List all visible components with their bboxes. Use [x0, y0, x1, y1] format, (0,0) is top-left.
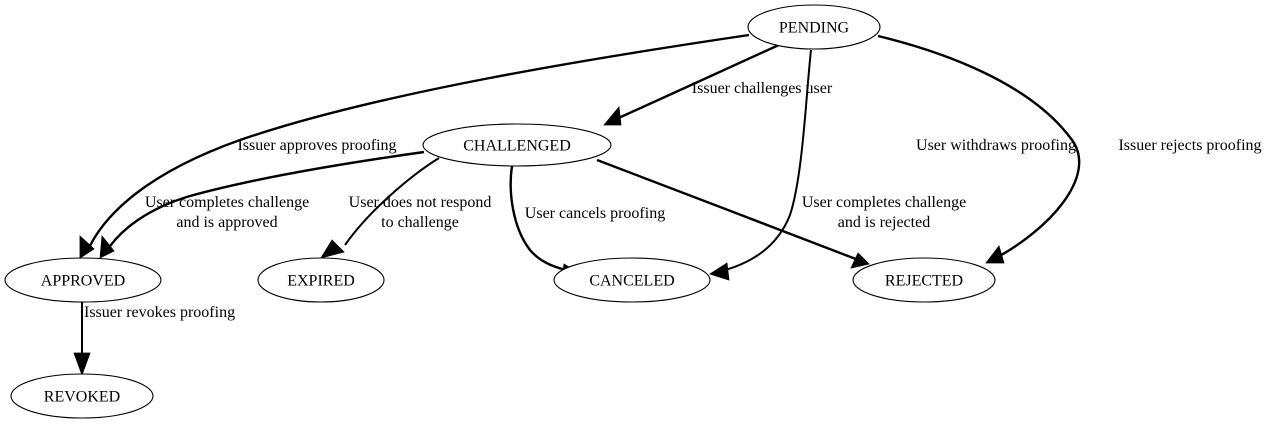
node-challenged[interactable]: CHALLENGED — [422, 123, 612, 167]
node-canceled-label: CANCELED — [589, 273, 674, 290]
node-rejected-ellipse[interactable] — [852, 257, 996, 303]
node-expired[interactable]: EXPIRED — [257, 257, 385, 303]
node-approved-label: APPROVED — [41, 273, 125, 290]
node-approved-ellipse[interactable] — [4, 257, 162, 303]
edge-approved-revoked: Issuer revokes proofing — [73, 302, 235, 377]
edge-challenged-approved-label-line1: User completes challenge — [145, 194, 309, 211]
edge-pending-rejected-path — [877, 34, 1081, 261]
node-challenged-ellipse[interactable] — [422, 123, 612, 167]
edge-challenged-expired-path — [344, 157, 440, 246]
edge-pending-challenged-path — [611, 42, 782, 123]
edge-challenged-rejected: User completes challenge and is rejected — [596, 158, 966, 269]
node-pending-label: PENDING — [779, 20, 850, 37]
edge-challenged-rejected-arrowhead — [850, 252, 870, 269]
edge-pending-challenged: Issuer challenges user — [603, 42, 833, 126]
edge-approved-revoked-label: Issuer revokes proofing — [84, 304, 235, 321]
node-challenged-label: CHALLENGED — [463, 138, 571, 155]
edge-challenged-expired: User does not respond to challenge — [320, 157, 492, 259]
edge-challenged-rejected-label-line2: and is rejected — [838, 214, 930, 231]
edge-challenged-canceled-label: User cancels proofing — [525, 205, 665, 222]
edge-pending-approved-path — [85, 33, 750, 253]
edge-challenged-expired-arrowhead — [320, 239, 345, 259]
edge-pending-approved-arrowhead — [79, 235, 95, 259]
node-expired-label: EXPIRED — [287, 273, 355, 290]
edge-pending-rejected: Issuer rejects proofing — [877, 34, 1262, 264]
edge-pending-challenged-arrowhead — [603, 106, 622, 126]
edge-challenged-expired-label-line2: to challenge — [381, 214, 459, 231]
edge-pending-canceled-path — [717, 49, 812, 273]
edge-pending-approved-label: Issuer approves proofing — [237, 137, 396, 154]
edge-challenged-approved-path — [104, 150, 425, 253]
node-revoked[interactable]: REVOKED — [10, 373, 154, 419]
node-approved[interactable]: APPROVED — [4, 257, 162, 303]
node-rejected[interactable]: REJECTED — [852, 257, 996, 303]
edge-pending-canceled-arrowhead — [709, 262, 730, 281]
edge-challenged-rejected-label-line1: User completes challenge — [802, 194, 966, 211]
edge-challenged-rejected-path — [596, 158, 862, 263]
node-canceled-ellipse[interactable] — [553, 257, 711, 303]
edge-pending-canceled: User withdraws proofing — [709, 49, 1076, 281]
node-pending-ellipse[interactable] — [747, 4, 881, 50]
node-rejected-label: REJECTED — [885, 273, 963, 290]
edge-pending-challenged-label: Issuer challenges user — [692, 80, 833, 97]
node-revoked-ellipse[interactable] — [10, 373, 154, 419]
node-pending[interactable]: PENDING — [747, 4, 881, 50]
nodes-layer: PENDING CHALLENGED APPROVED EXPIRED CANC… — [4, 4, 996, 419]
edge-challenged-approved: User completes challenge and is approved — [99, 150, 425, 259]
node-revoked-label: REVOKED — [44, 389, 120, 406]
node-canceled[interactable]: CANCELED — [553, 257, 711, 303]
edge-challenged-approved-arrowhead — [99, 234, 115, 259]
edge-pending-canceled-label: User withdraws proofing — [916, 137, 1076, 154]
edge-approved-revoked-arrowhead — [73, 352, 91, 377]
edge-pending-approved: Issuer approves proofing — [79, 33, 750, 259]
node-expired-ellipse[interactable] — [257, 257, 385, 303]
edge-pending-rejected-arrowhead — [985, 245, 1005, 264]
edges-layer: Issuer approves proofing Issuer challeng… — [73, 33, 1262, 377]
edge-challenged-approved-label-line2: and is approved — [176, 214, 277, 231]
edge-challenged-canceled-path — [509, 165, 572, 273]
edge-pending-rejected-label: Issuer rejects proofing — [1118, 137, 1261, 154]
edge-challenged-expired-label-line1: User does not respond — [349, 194, 492, 211]
